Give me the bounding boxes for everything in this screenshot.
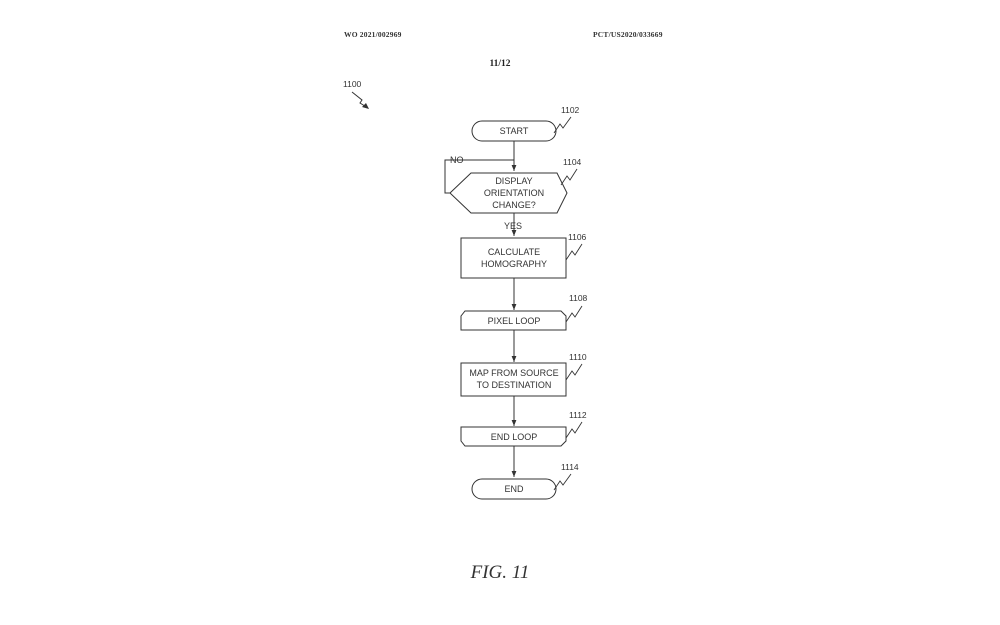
homography-node: CALCULATE HOMOGRAPHY <box>461 238 566 278</box>
decision-line-2: ORIENTATION <box>484 188 544 198</box>
decision-line-3: CHANGE? <box>492 200 536 210</box>
ref-decision: 1104 <box>563 157 582 167</box>
map-node: MAP FROM SOURCE TO DESTINATION <box>461 363 566 396</box>
ref-1106: 1106 <box>566 232 587 260</box>
map-line-1: MAP FROM SOURCE <box>469 368 558 378</box>
figure-ref-arrow <box>352 92 369 109</box>
map-line-2: TO DESTINATION <box>477 380 552 390</box>
homography-line-1: CALCULATE <box>488 247 540 257</box>
ref-homography: 1106 <box>568 232 587 242</box>
decision-line-1: DISPLAY <box>495 176 532 186</box>
ref-1114: 1114 <box>554 462 579 490</box>
pixel-loop-text: PIXEL LOOP <box>488 316 541 326</box>
end-node: END <box>472 479 556 499</box>
pixel-loop-node: PIXEL LOOP <box>461 311 566 330</box>
ref-1112: 1112 <box>566 410 587 438</box>
ref-pixel-loop: 1108 <box>569 293 588 303</box>
ref-1110: 1110 <box>566 352 587 380</box>
yes-label: YES <box>504 221 522 231</box>
no-label: NO <box>450 155 464 165</box>
start-node: START <box>472 121 556 141</box>
start-text: START <box>500 126 529 136</box>
ref-1102: 1102 <box>554 105 580 133</box>
end-text: END <box>504 484 524 494</box>
ref-start: 1102 <box>561 105 580 115</box>
decision-node: DISPLAY ORIENTATION CHANGE? <box>450 173 567 213</box>
ref-1108: 1108 <box>566 293 588 322</box>
ref-end-loop: 1112 <box>569 410 587 420</box>
end-loop-text: END LOOP <box>491 432 538 442</box>
figure-caption: FIG. 11 <box>0 562 1000 584</box>
ref-map: 1110 <box>569 352 587 362</box>
homography-line-2: HOMOGRAPHY <box>481 259 547 269</box>
ref-1104: 1104 <box>561 157 582 185</box>
end-loop-node: END LOOP <box>461 427 566 446</box>
figure-ref: 1100 <box>343 79 362 89</box>
ref-end: 1114 <box>561 462 579 472</box>
